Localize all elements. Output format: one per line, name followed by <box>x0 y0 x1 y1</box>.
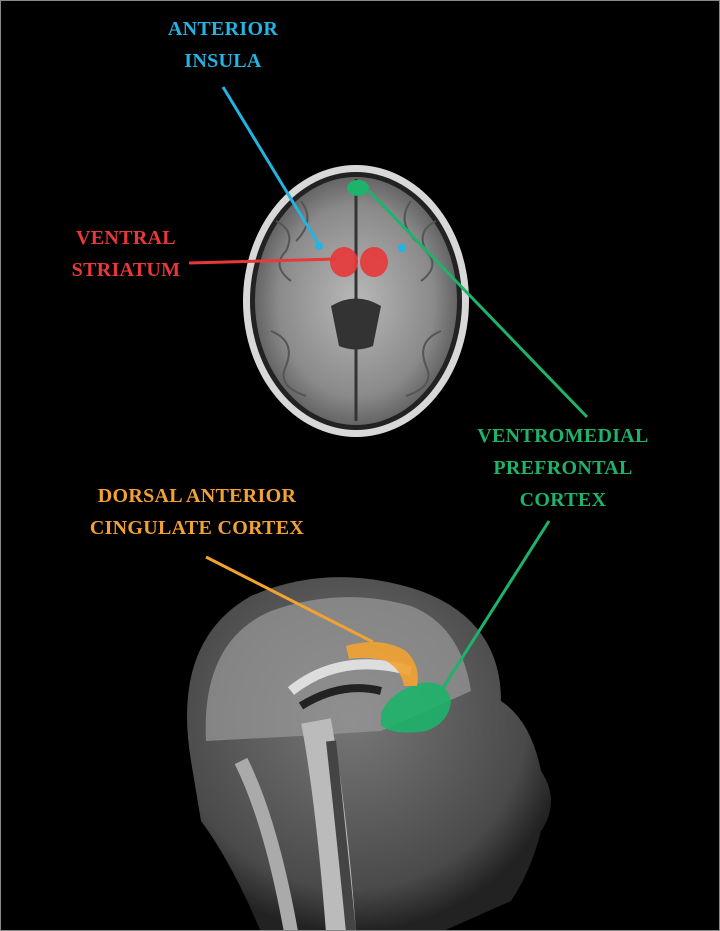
vmpfc-pointer-upper <box>367 189 589 419</box>
dacc-line1: DORSAL ANTERIOR <box>97 485 297 507</box>
axial-mri-slice <box>243 165 469 437</box>
anterior-insula-label: ANTERIOR INSULA <box>143 13 303 77</box>
dacc-label: DORSAL ANTERIOR CINGULATE CORTEX <box>59 480 335 544</box>
anterior-insula-line2: INSULA <box>184 50 262 72</box>
anterior-insula-line1: ANTERIOR <box>167 18 279 40</box>
vmpfc-pointer-lower <box>439 520 551 692</box>
vmpfc-axial-region <box>347 180 369 196</box>
ventral-striatum-region <box>330 247 388 277</box>
ventral-striatum-label: VENTRAL STRIATUM <box>51 222 201 286</box>
dacc-region <box>346 642 418 686</box>
sagittal-mri-slice <box>187 577 551 930</box>
anterior-insula-marker-right <box>398 244 406 252</box>
dacc-line2: CINGULATE CORTEX <box>89 517 305 539</box>
vmpfc-sagittal-region <box>381 682 451 733</box>
vmpfc-line2: PREFRONTAL <box>493 457 633 479</box>
ventral-striatum-line1: VENTRAL <box>76 227 176 249</box>
ventral-striatum-pointer <box>188 257 337 265</box>
dacc-pointer <box>205 555 374 644</box>
anterior-insula-marker-left <box>315 242 323 250</box>
vmpfc-label: VENTROMEDIAL PREFRONTAL CORTEX <box>453 420 673 516</box>
vmpfc-line1: VENTROMEDIAL <box>477 425 649 447</box>
vmpfc-line3: CORTEX <box>519 489 607 511</box>
anterior-insula-pointer <box>221 86 321 246</box>
ventral-striatum-line2: STRIATUM <box>71 259 181 281</box>
